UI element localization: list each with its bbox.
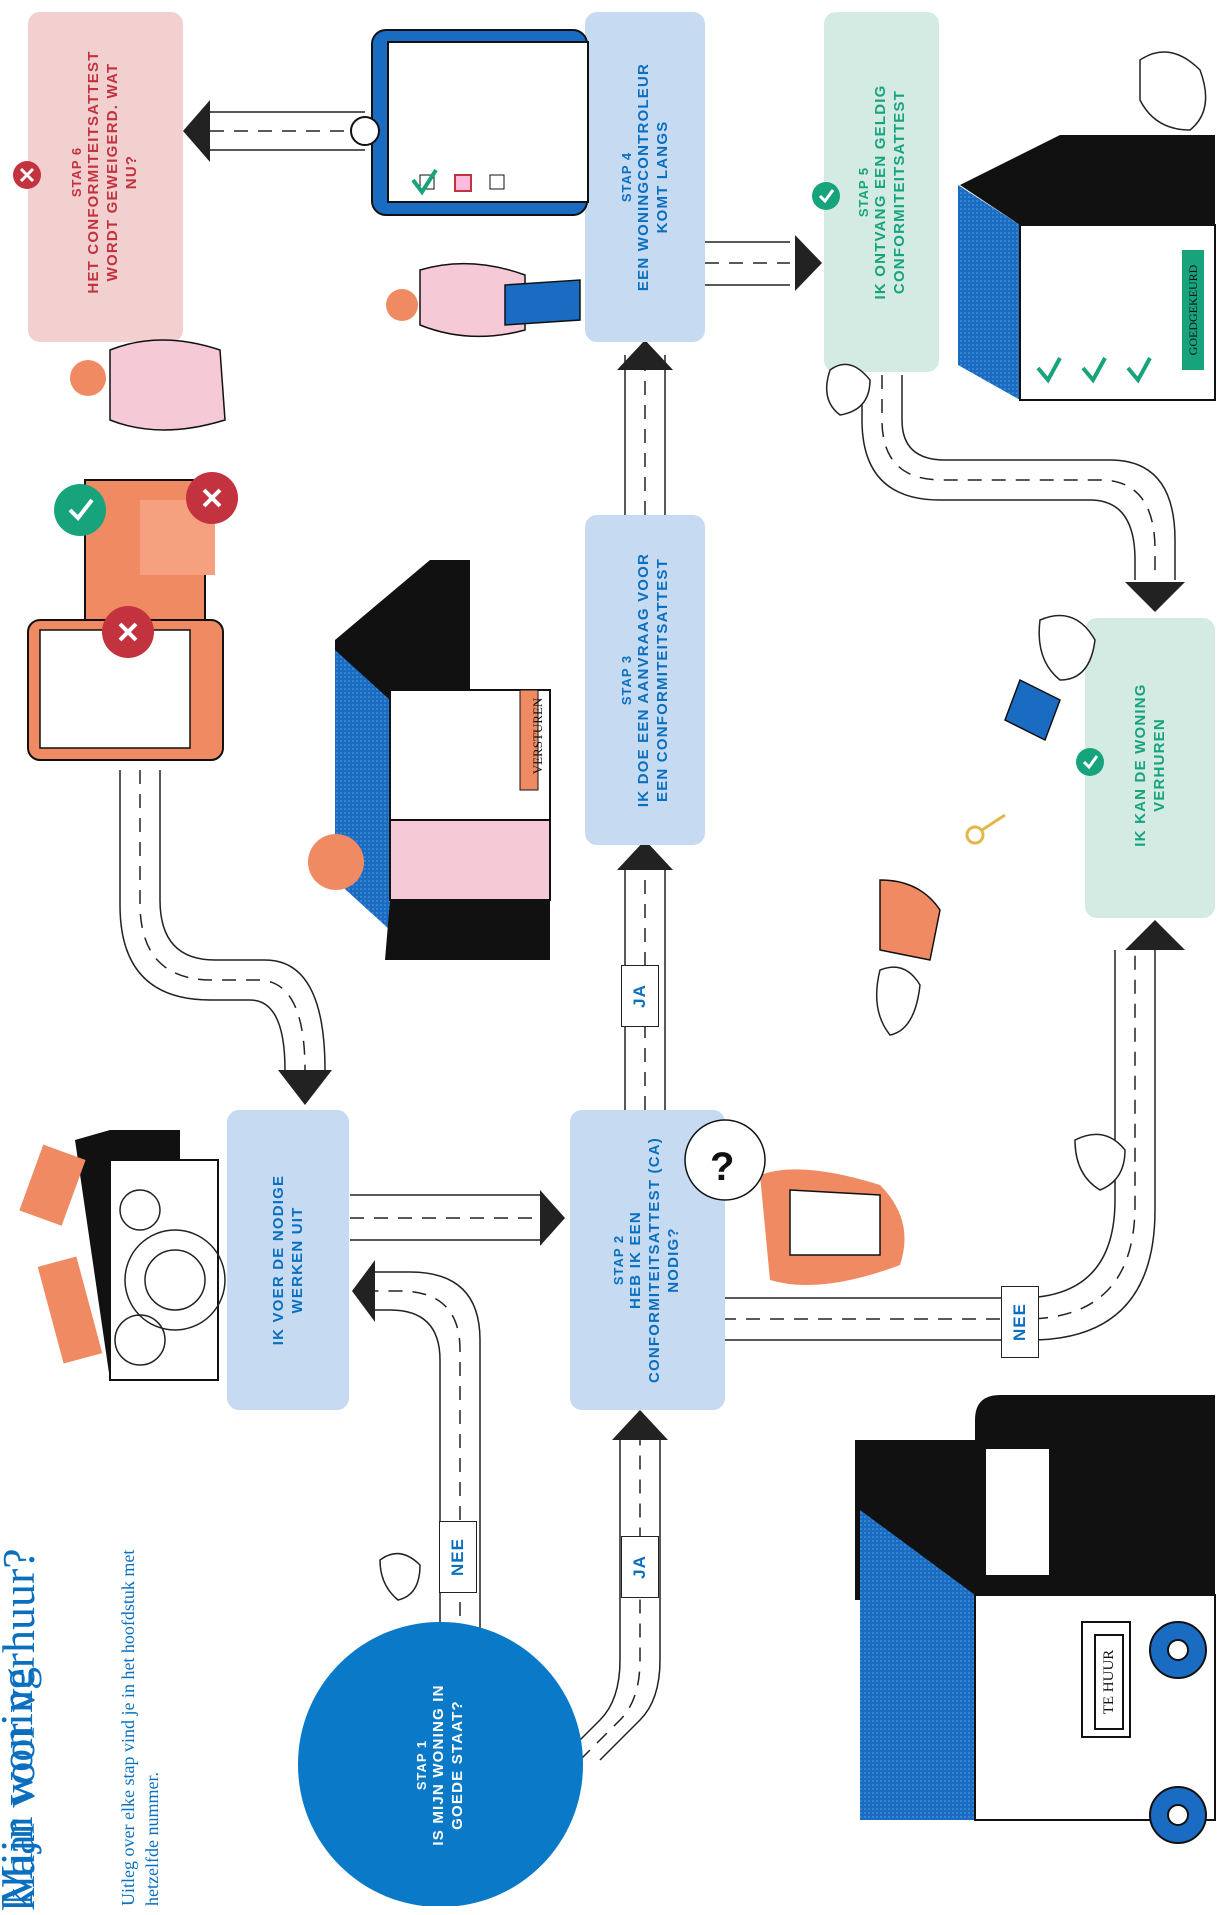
- renovation-house-illustration: [19, 1130, 225, 1380]
- step-4-text: EEN WONINGCONTROLEUR KOMT LANGS: [634, 47, 672, 307]
- step-3-label: STAP 3: [619, 655, 634, 705]
- step-5-node: STAP 5 IK ONTVANG EEN GELDIG CONFORMITEI…: [837, 32, 927, 352]
- step-2-text: HEB IK EEN CONFORMITEITSATTEST (CA) NODI…: [626, 1135, 683, 1385]
- step-5-text: IK ONTVANG EEN GELDIG CONFORMITEITSATTES…: [871, 72, 909, 312]
- key-handover-illustration: [880, 680, 1060, 960]
- step-6-node: STAP 6 HET CONFORMITEITSATTEST WORDT GEW…: [50, 27, 160, 317]
- step-6-text: HET CONFORMITEITSATTEST WORDT GEWEIGERD.…: [84, 47, 141, 297]
- works-text: IK VOER DE NODIGE WERKEN UIT: [269, 1165, 307, 1355]
- step-2-label: STAP 2: [611, 1235, 626, 1285]
- works-node: IK VOER DE NODIGE WERKEN UIT: [248, 1110, 328, 1410]
- rejected-inspection-illustration: [28, 340, 238, 760]
- step-2-node: STAP 2 HEB IK EEN CONFORMITEITSATTEST (C…: [587, 1110, 707, 1410]
- step-3-node: STAP 3 IK DOE EEN AANVRAAG VOOR EEN CONF…: [600, 515, 690, 845]
- step-1-text: IS MIJN WONING IN GOEDE STAAT?: [429, 1680, 467, 1850]
- svg-text:?: ?: [710, 1145, 734, 1189]
- road-label-no-rent: NEE: [1001, 1286, 1039, 1358]
- for-rent-sign: TE HUUR: [1094, 1634, 1124, 1730]
- send-sign: VERSTUREN: [530, 686, 546, 786]
- step-3-text: IK DOE EEN AANVRAAG VOOR EEN CONFORMITEI…: [634, 535, 672, 825]
- step-4-label: STAP 4: [619, 152, 634, 202]
- intro-text-line-1: Uitleg over elke stap vind je in het hoo…: [118, 1550, 139, 1906]
- rent-node: IK KAN DE WONING VERHUREN: [1110, 615, 1190, 915]
- page-title-line-2: klaar voor verhuur?: [0, 1548, 45, 1911]
- road-label-no-works: NEE: [439, 1521, 477, 1593]
- step-1-label: STAP 1: [414, 1740, 429, 1790]
- clipboard-illustration: [351, 30, 588, 215]
- approved-sign: GOEDGEKEURD: [1185, 260, 1201, 360]
- step-6-label: STAP 6: [69, 147, 84, 197]
- road-label-yes-step3: JA: [621, 965, 659, 1027]
- approved-house-illustration: [958, 135, 1215, 400]
- step-4-node: STAP 4 EEN WONINGCONTROLEUR KOMT LANGS: [600, 12, 690, 342]
- application-house-illustration: [308, 560, 550, 960]
- road-label-yes-step2: JA: [621, 1536, 659, 1598]
- rental-house-illustration: [855, 1395, 1215, 1843]
- step-1-node: STAP 1 IS MIJN WONING IN GOEDE STAAT?: [395, 1615, 485, 1915]
- rent-text: IK KAN DE WONING VERHUREN: [1131, 650, 1169, 880]
- intro-text-line-2: hetzelfde nummer.: [142, 1772, 163, 1906]
- step-5-label: STAP 5: [856, 167, 871, 217]
- inspector-illustration: [386, 264, 580, 337]
